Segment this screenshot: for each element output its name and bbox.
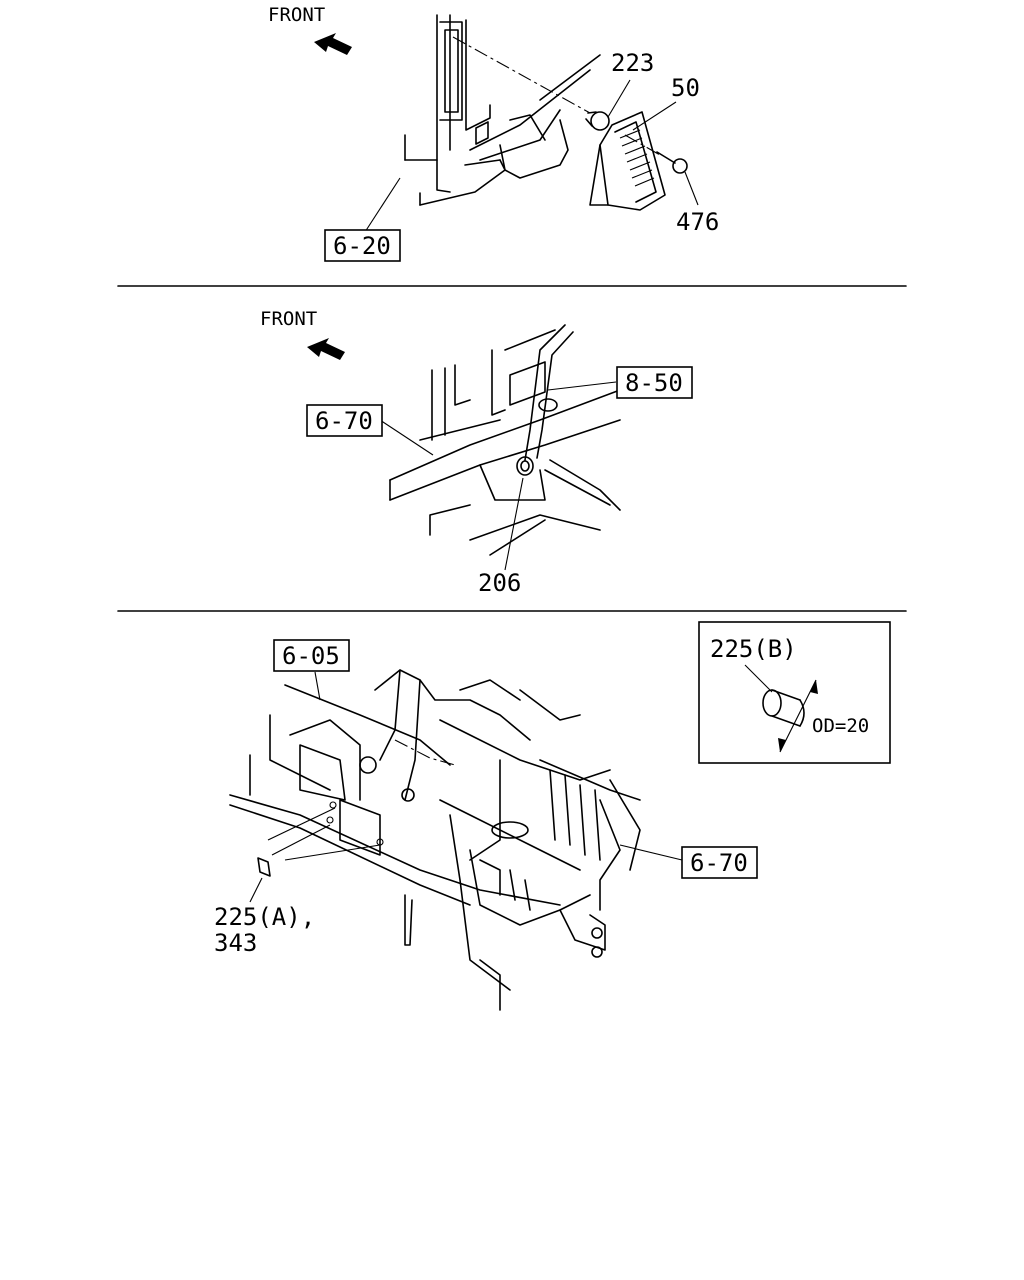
panel-1: FRONT <box>268 4 719 262</box>
ref-box-6-05 <box>273 639 350 672</box>
front-arrow-icon <box>307 338 345 360</box>
callout-206: 206 <box>478 569 521 597</box>
detail-part-label: 225(B) <box>710 635 797 663</box>
callout-476: 476 <box>676 208 719 236</box>
callout-225a: 225(A), <box>214 903 315 931</box>
ref-box-8-50-label: 8-50 <box>625 369 683 397</box>
panel-2: FRONT <box>260 308 693 597</box>
ref-box-6-70 <box>306 404 383 437</box>
body-panel-drawing <box>404 14 601 206</box>
front-label: FRONT <box>268 4 325 26</box>
grommet-part <box>585 111 610 131</box>
screw-part <box>656 151 688 174</box>
dash-panel-drawing <box>229 669 641 1011</box>
ref-box-6-20-label: 6-20 <box>333 232 391 260</box>
plug-part <box>257 807 381 877</box>
ref-box-6-70-label: 6-70 <box>690 849 748 877</box>
grommet-part <box>516 456 534 476</box>
ref-box-6-20 <box>324 229 401 262</box>
ref-box-6-05-label: 6-05 <box>282 642 340 670</box>
ref-box-6-70-label: 6-70 <box>315 407 373 435</box>
callout-223: 223 <box>611 49 654 77</box>
callout-50: 50 <box>671 74 700 102</box>
detail-inset: 225(B) OD=20 <box>698 621 891 764</box>
frame-drawing <box>389 329 621 556</box>
ref-box-8-50 <box>616 366 693 399</box>
front-label: FRONT <box>260 308 317 330</box>
vent-grille-part <box>589 111 666 211</box>
plug-cylinder-icon <box>762 689 805 727</box>
pipe-part <box>524 324 574 461</box>
callout-343: 343 <box>214 929 257 957</box>
panel-3: 6-05 6-70 225(A), 343 225(B) OD=20 <box>214 621 891 1011</box>
front-arrow-icon <box>314 33 352 55</box>
detail-dimension: OD=20 <box>812 715 869 737</box>
ref-box-6-70 <box>681 846 758 879</box>
